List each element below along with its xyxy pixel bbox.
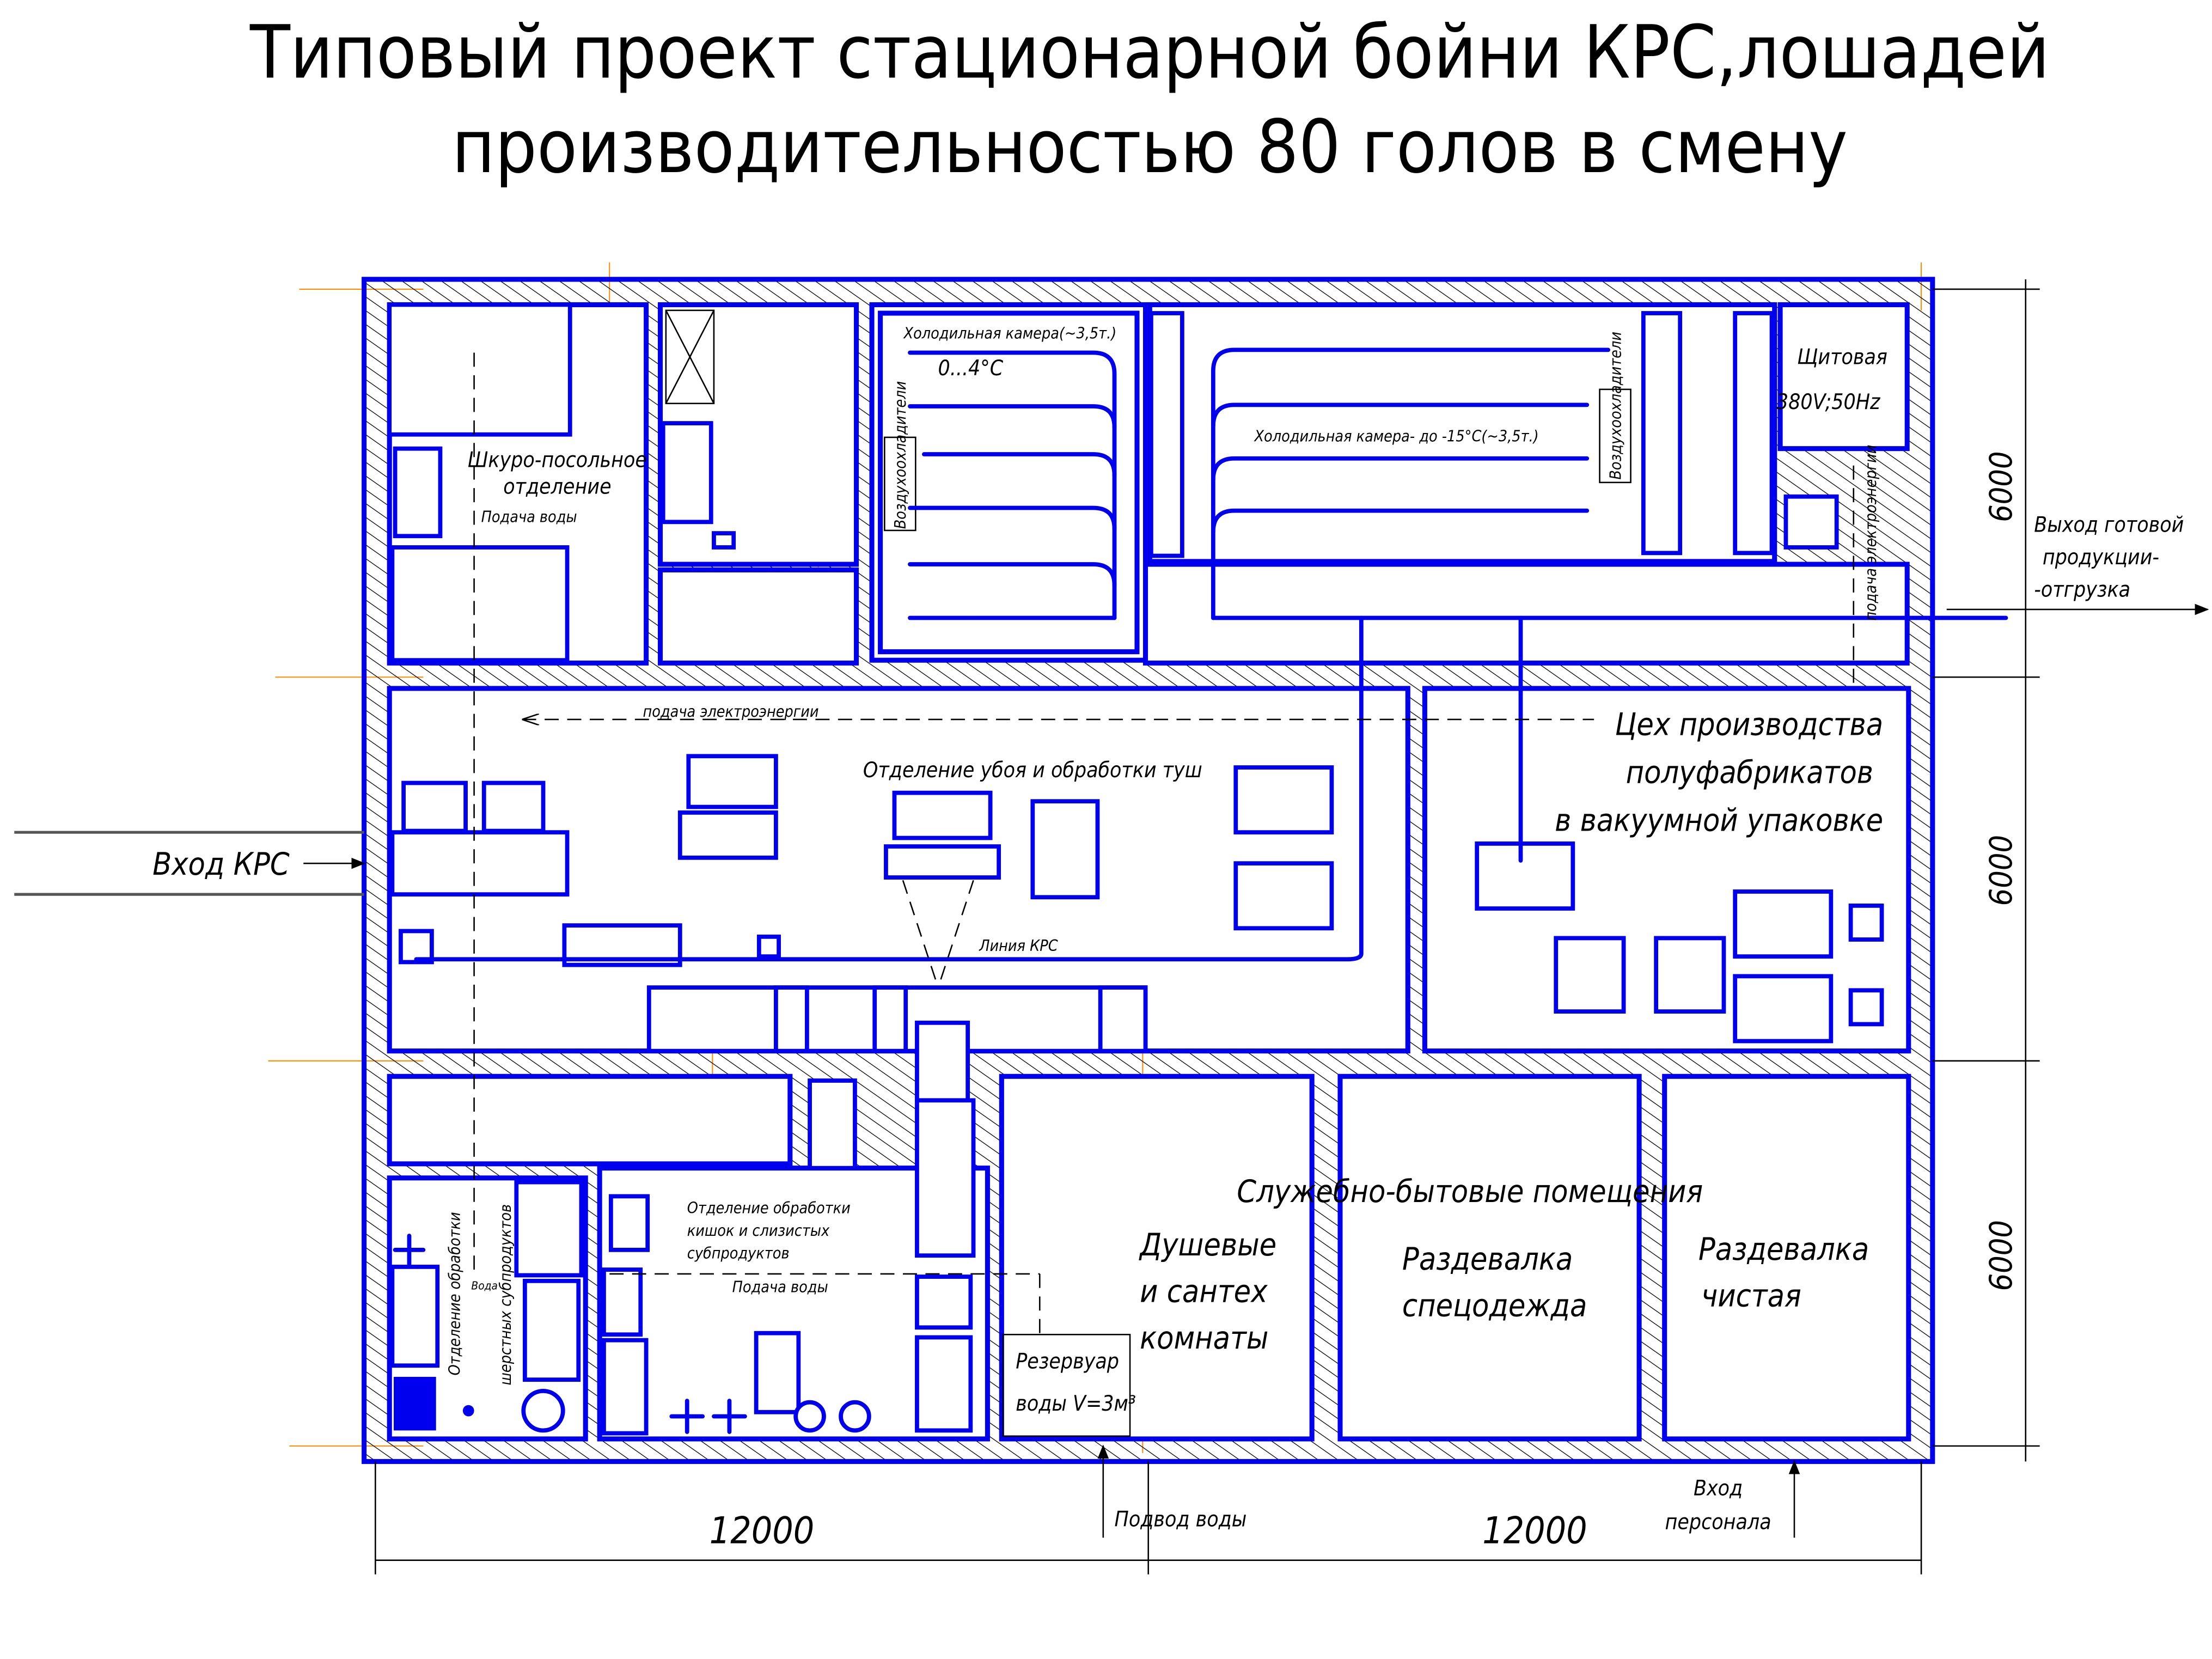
switchboard-power-label: подача электроэнергии <box>1862 445 1880 621</box>
room-cold-1-inner <box>878 310 1140 655</box>
dimension-right-2: 6000 <box>1983 835 2019 906</box>
room-locker-work <box>1337 1074 1642 1442</box>
workshop-label-3: в вакуумной упаковке <box>1555 803 1883 839</box>
service-lines <box>473 352 1855 1335</box>
title-line-2: производительностью 80 голов в смену <box>452 104 1848 190</box>
wool-offal-water-label: Вода <box>471 1279 498 1292</box>
room-small <box>657 567 859 666</box>
showers-label-2: и сантех <box>1140 1274 1268 1310</box>
locker-work-label-1: Раздевалка <box>1402 1241 1573 1277</box>
staff-entry-label-2: персонала <box>1665 1510 1771 1535</box>
dimension-bottom-1: 12000 <box>710 1509 815 1552</box>
skin-room-water-label: Подача воды <box>481 508 577 526</box>
refrigeration-pipes <box>414 347 2008 962</box>
cold-room-2-label: Холодильная камера- до -15°C(~3,5т.) <box>1253 428 1538 446</box>
room-locker-clean <box>1662 1074 1911 1442</box>
wool-offal-label-2: шерстных субпродуктов <box>497 1204 515 1386</box>
skin-room-label-2: отделение <box>503 475 611 499</box>
exit-label-3: -отгрузка <box>2034 578 2130 602</box>
service-rooms-label: Служебно-бытовые помещения <box>1237 1174 1703 1210</box>
equipment <box>387 302 1884 1437</box>
dimensions: 6000 6000 6000 12000 12000 <box>375 279 2040 1575</box>
locker-clean-label-1: Раздевалка <box>1698 1231 1869 1267</box>
showers-label-1: Душевые <box>1139 1227 1276 1263</box>
air-cooler-label-2: Воздухоохладители <box>1606 332 1624 480</box>
wool-offal-label-1: Отделение обработки <box>446 1212 464 1375</box>
cold-room-1-temp: 0...4°C <box>938 356 1004 381</box>
locker-work-label-2: спецодежда <box>1402 1288 1587 1324</box>
intestines-water-label: Подача воды <box>732 1278 828 1296</box>
skin-room-label-1: Шкуро-посольное <box>468 448 647 472</box>
exit-label-1: Выход готовой <box>2034 513 2184 537</box>
intestines-label-2: кишок и слизистых <box>687 1222 830 1240</box>
slaughter-room-label: Отделение убоя и обработки туш <box>863 758 1202 783</box>
cattle-entry-label: Вход КРС <box>152 846 290 882</box>
switchboard-label: Щитовая <box>1797 345 1887 369</box>
exit-label-2: продукции- <box>2043 545 2159 570</box>
air-cooler-box-2 <box>1599 388 1631 484</box>
air-cooler-label-1: Воздухоохладители <box>891 381 909 529</box>
room-corridor-bottom <box>387 1074 793 1167</box>
showers-label-3: комнаты <box>1140 1320 1268 1356</box>
corridor-top <box>1142 562 1910 666</box>
staff-entry-label-1: Вход <box>1694 1477 1743 1501</box>
switchboard-voltage: 380V;50Hz <box>1776 390 1880 414</box>
workshop-label-1: Цех производства <box>1615 706 1884 742</box>
reservoir-label-1: Резервуар <box>1016 1349 1119 1374</box>
dimension-bottom-2: 12000 <box>1482 1509 1587 1552</box>
air-cooler-box-1 <box>884 436 916 532</box>
slaughter-power-label: подача электроэнергии <box>643 703 819 721</box>
intestines-label-1: Отделение обработки <box>687 1199 851 1217</box>
cold-room-1-label: Холодильная камера(~3,5т.) <box>903 325 1117 343</box>
reservoir-label-2: воды V=3м³ <box>1016 1392 1136 1416</box>
annotations: Вход КРС Выход готовой продукции- -отгру… <box>14 513 2209 1538</box>
water-inlet-label: Подвод воды <box>1115 1508 1247 1532</box>
dimension-right-3: 6000 <box>1983 1220 2019 1291</box>
workshop-label-2: полуфабрикатов <box>1626 755 1873 791</box>
intestines-label-3: субпродуктов <box>687 1244 790 1262</box>
title-line-1: Типовый проект стационарной бойни КРС,ло… <box>249 9 2050 95</box>
dimension-right-1: 6000 <box>1983 451 2019 522</box>
room-labels: Шкуро-посольное отделение Подача воды Хо… <box>446 325 1887 1417</box>
room-switchboard <box>1777 302 1910 452</box>
locker-clean-label-2: чистая <box>1701 1278 1801 1314</box>
room-showers <box>999 1074 1315 1442</box>
cattle-line-label: Линия КРС <box>979 937 1058 955</box>
